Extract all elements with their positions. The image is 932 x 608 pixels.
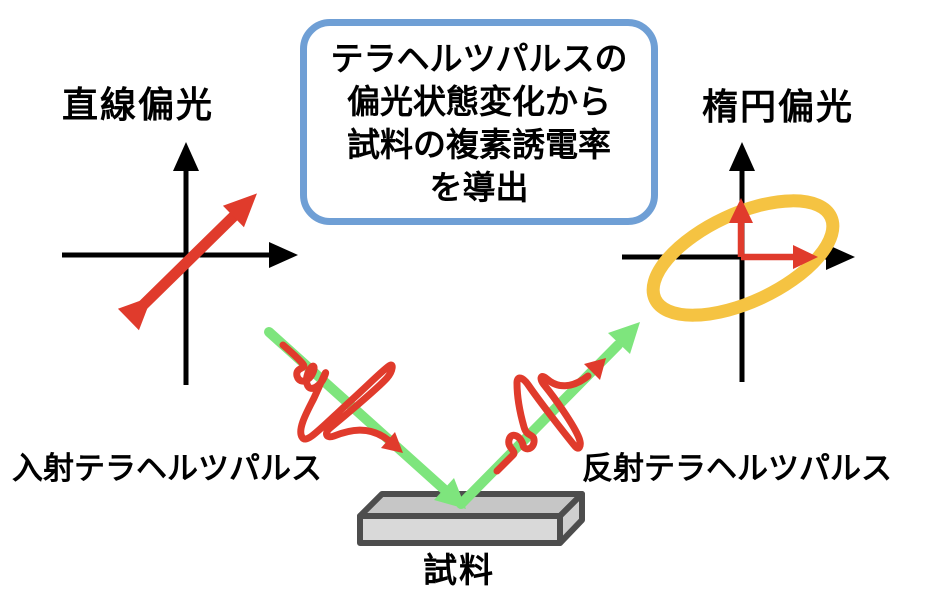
linear-polarization-label: 直線偏光 [62,84,215,125]
reflected-pulse-path [493,372,592,475]
sample-slab [357,491,585,546]
reflected-pulse-label: 反射テラヘルツパルス [582,451,892,486]
right-axes [622,142,855,382]
callout-line-2: 偏光状態変化から [347,83,611,120]
left-axes [62,142,298,385]
slab-front-face [357,513,563,546]
incident-pulse-arrowhead [381,432,403,453]
sample-label: 試料 [423,552,495,590]
callout-line-4: を導出 [429,169,529,206]
callout-line-3: 試料の複素誘電率 [347,126,611,163]
incident-pulse-label: 入射テラヘルツパルス [12,451,322,486]
reflected-pulse-waveform [493,358,606,475]
incident-pulse-waveform [279,341,403,453]
incident-pulse-path [279,341,396,444]
callout-line-1: テラヘルツパルスの [330,40,628,77]
callout-box: テラヘルツパルスの 偏光状態変化から 試料の複素誘電率 を導出 [300,19,658,225]
elliptical-polarization-ellipse [646,194,840,322]
linear-polarization-arrow [117,193,257,331]
reflected-beam-arrowhead [608,322,640,354]
reflected-pulse-arrowhead [584,358,606,380]
elliptical-polarization-label: 楕円偏光 [702,86,855,127]
